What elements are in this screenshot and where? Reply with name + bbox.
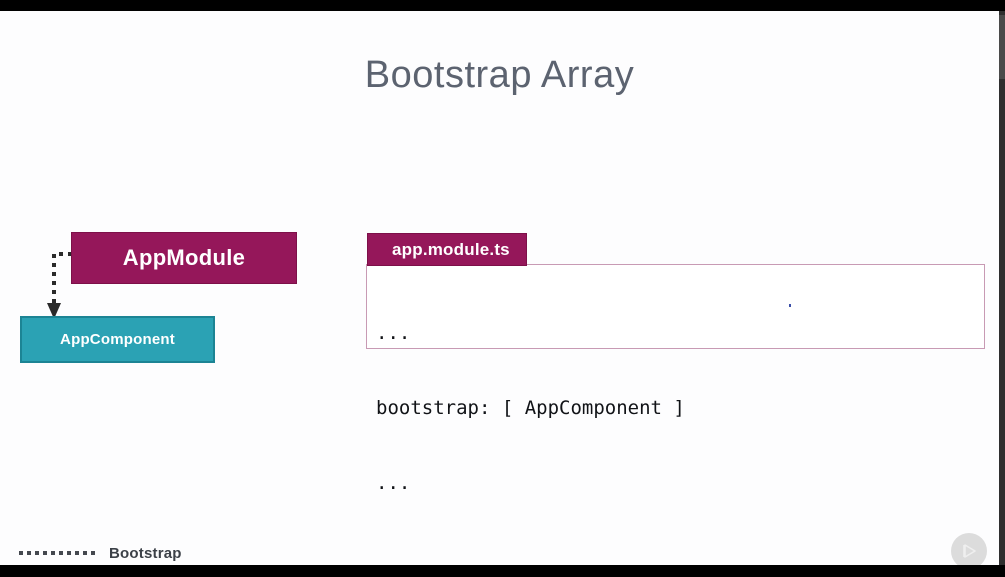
- appmodule-label: AppModule: [122, 245, 246, 270]
- code-panel: [366, 264, 985, 349]
- code-line: ...: [376, 472, 411, 494]
- play-next-icon: [963, 544, 976, 558]
- code-line: bootstrap: [ AppComponent ]: [376, 397, 685, 419]
- code-block: ... bootstrap: [ AppComponent ] ...: [376, 271, 685, 546]
- letterbox-top-bar: [0, 0, 1005, 11]
- diagram-box-appmodule: AppModule: [71, 232, 297, 284]
- letterbox-bottom-bar: [0, 565, 1005, 577]
- code-filename-label: app.module.ts: [392, 239, 510, 259]
- scrollbar-thumb[interactable]: [999, 15, 1005, 79]
- appcomponent-label: AppComponent: [60, 331, 175, 348]
- page-title: Bootstrap Array: [364, 54, 635, 96]
- slide-footer: Bootstrap: [19, 545, 182, 562]
- next-slide-button[interactable]: [951, 533, 987, 565]
- presentation-slide: Bootstrap Array AppModule AppComponent a…: [0, 11, 999, 565]
- code-line: ...: [376, 322, 411, 344]
- diagram-box-appcomponent: AppComponent: [20, 316, 215, 363]
- cursor-speck: [789, 304, 791, 307]
- page-scrollbar[interactable]: [999, 11, 1005, 565]
- code-file-tab: app.module.ts: [367, 233, 527, 266]
- footer-section-label: Bootstrap: [109, 545, 182, 562]
- footer-dotted-rule: [19, 551, 95, 555]
